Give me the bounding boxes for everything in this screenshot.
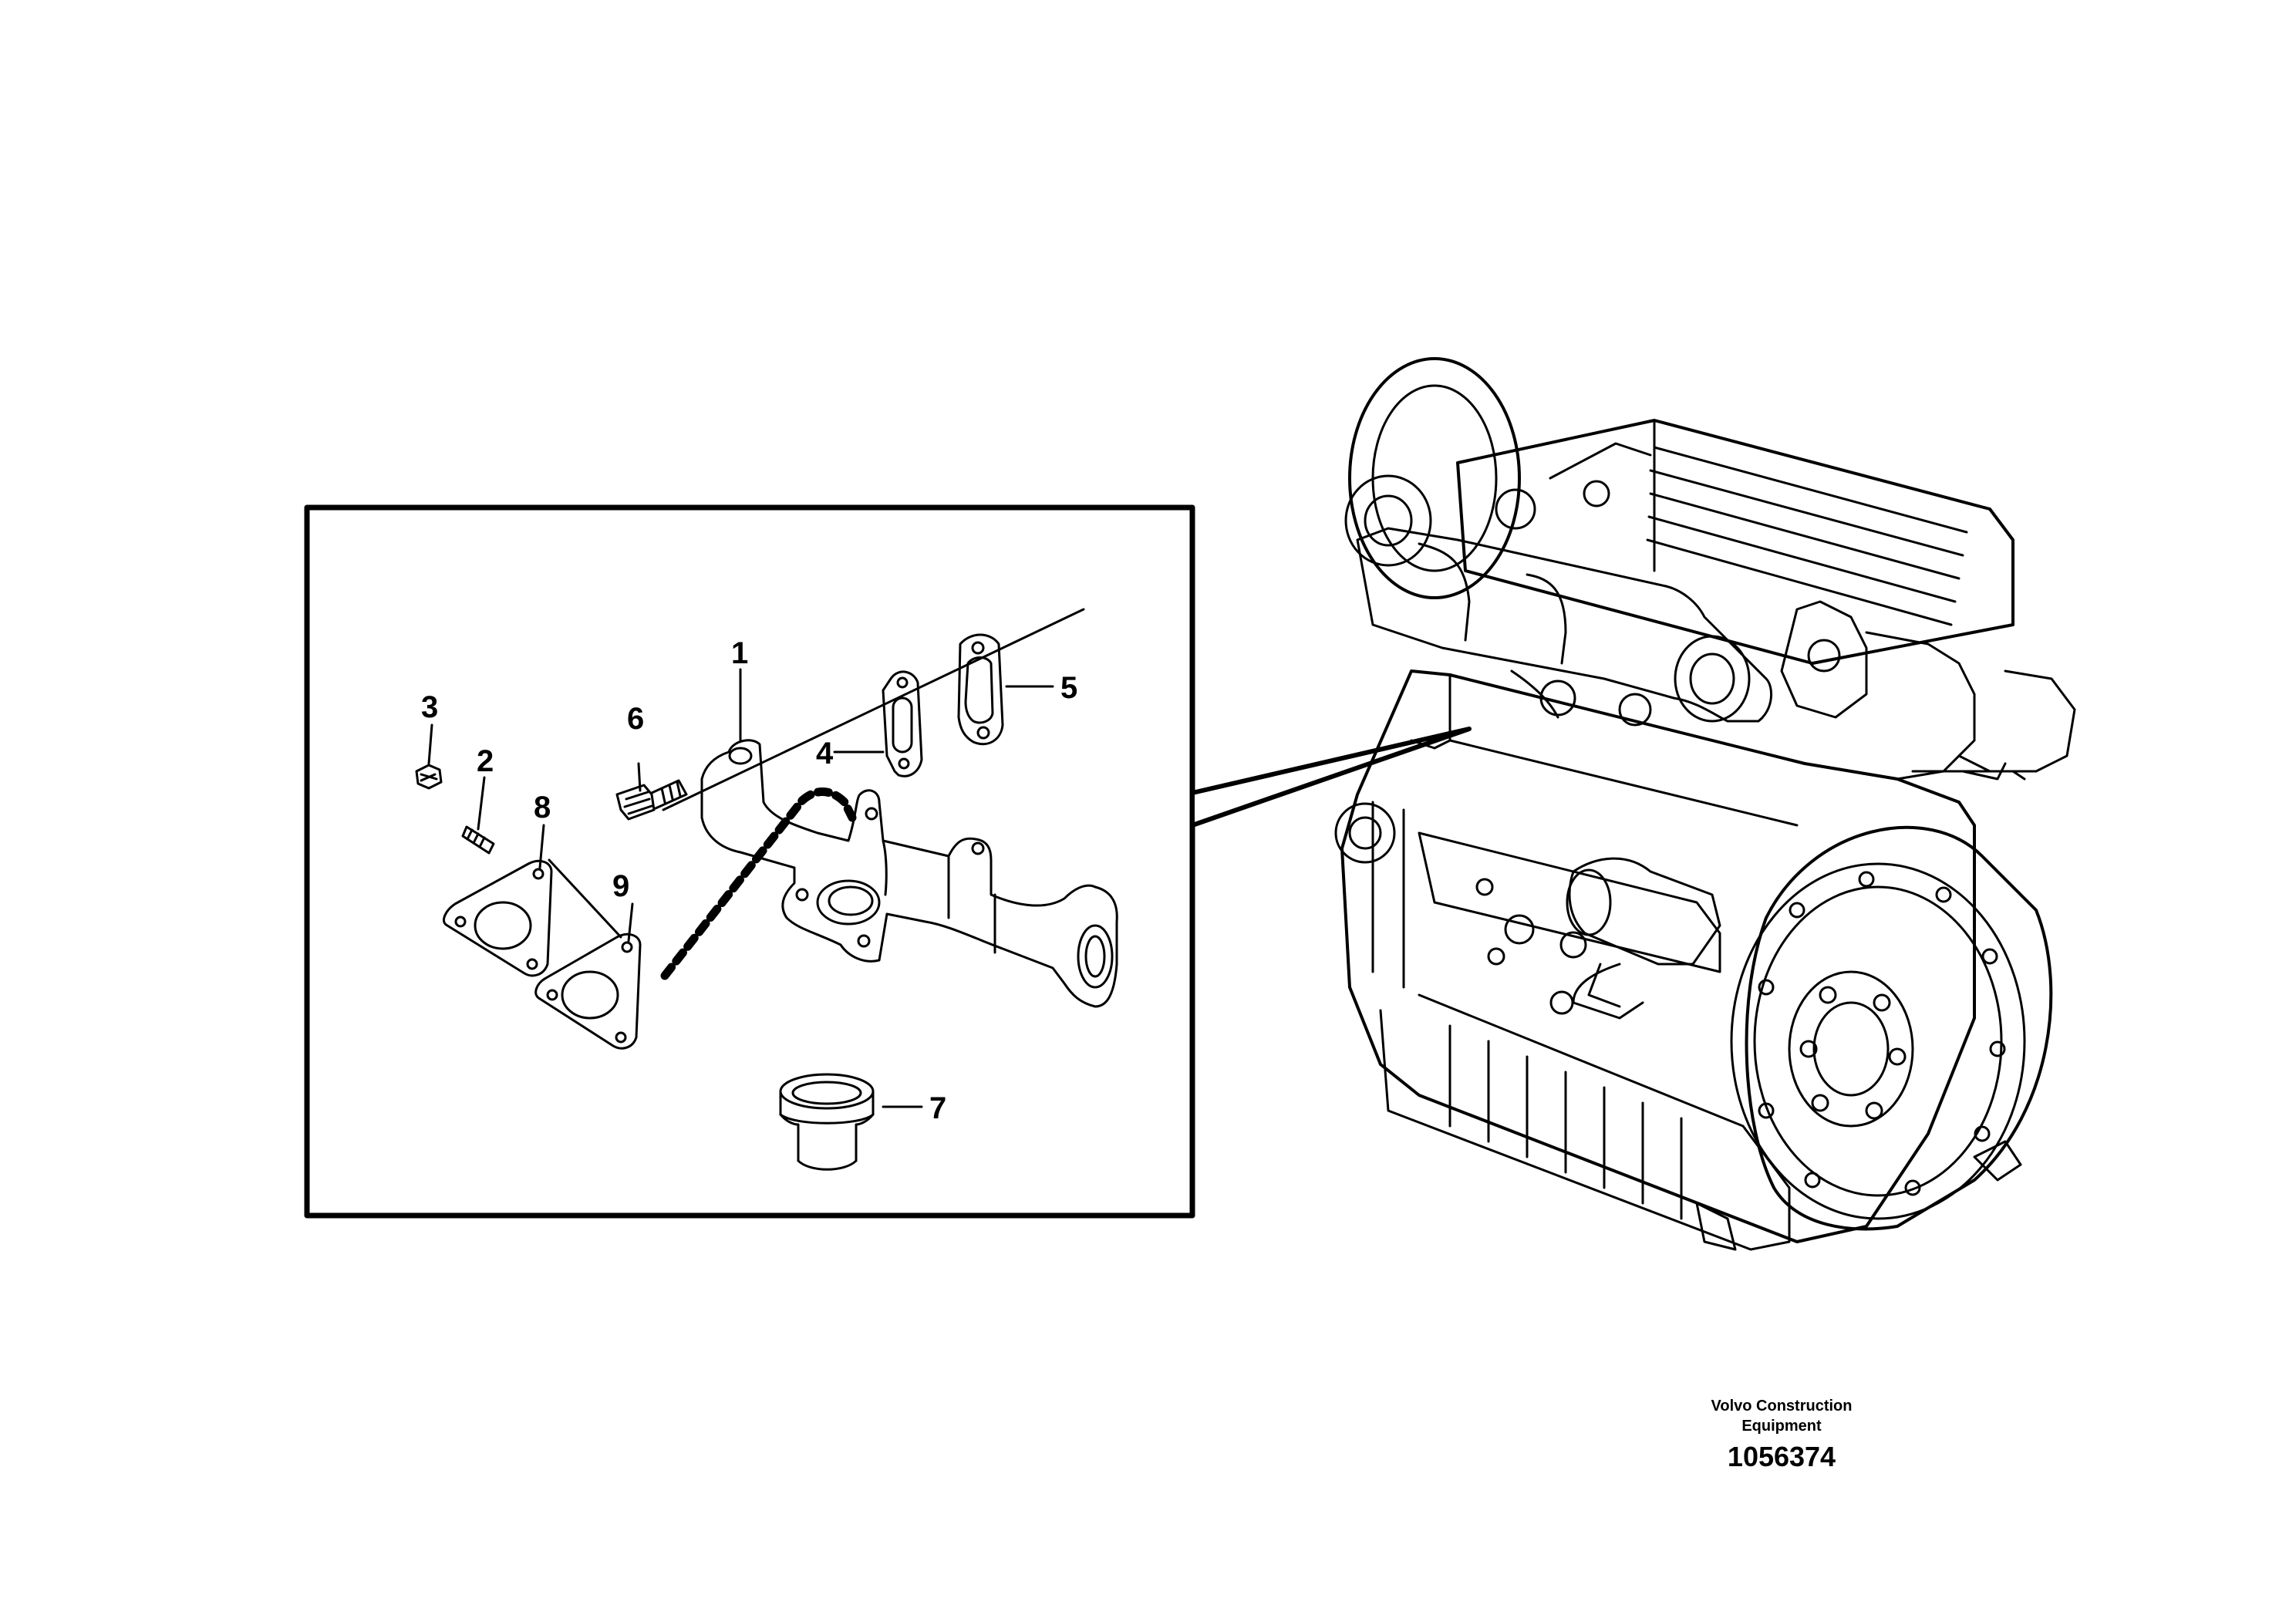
gasket-9 — [534, 932, 642, 1050]
sleeve-7 — [779, 1073, 875, 1171]
footer-company-line1: Volvo Construction — [1711, 1398, 1853, 1415]
callout-7: 7 — [929, 1091, 946, 1125]
gasket-4 — [882, 670, 923, 777]
footer-company-line2: Equipment — [1741, 1418, 1822, 1435]
gasket-8 — [443, 859, 553, 977]
callout-1: 1 — [731, 636, 748, 670]
detail-frame — [304, 504, 1195, 1219]
callout-6: 6 — [627, 702, 644, 736]
callout-4: 4 — [816, 737, 834, 771]
callout-leaders — [427, 668, 1054, 1108]
detail-leader-wedge — [1190, 727, 1472, 828]
gasket-5 — [957, 633, 1004, 746]
callout-8: 8 — [534, 791, 551, 824]
footer-company: Volvo Construction Equipment — [1650, 1396, 1913, 1436]
nut-3 — [415, 764, 443, 790]
callout-5: 5 — [1060, 671, 1077, 705]
exhaust-manifold — [700, 739, 1118, 1008]
callout-3: 3 — [421, 690, 438, 724]
drawing-number: 1056374 — [1727, 1441, 1836, 1472]
callout-labels: 1 2 3 4 5 6 7 8 9 — [421, 636, 1077, 1125]
engine-illustration — [1334, 357, 2076, 1251]
bolt-6 — [615, 779, 688, 821]
stud-2 — [461, 825, 495, 855]
assembly-axis-line — [662, 608, 1085, 811]
callout-9: 9 — [612, 869, 629, 903]
assembly-dashed-line — [660, 787, 857, 980]
callout-2: 2 — [477, 744, 494, 778]
